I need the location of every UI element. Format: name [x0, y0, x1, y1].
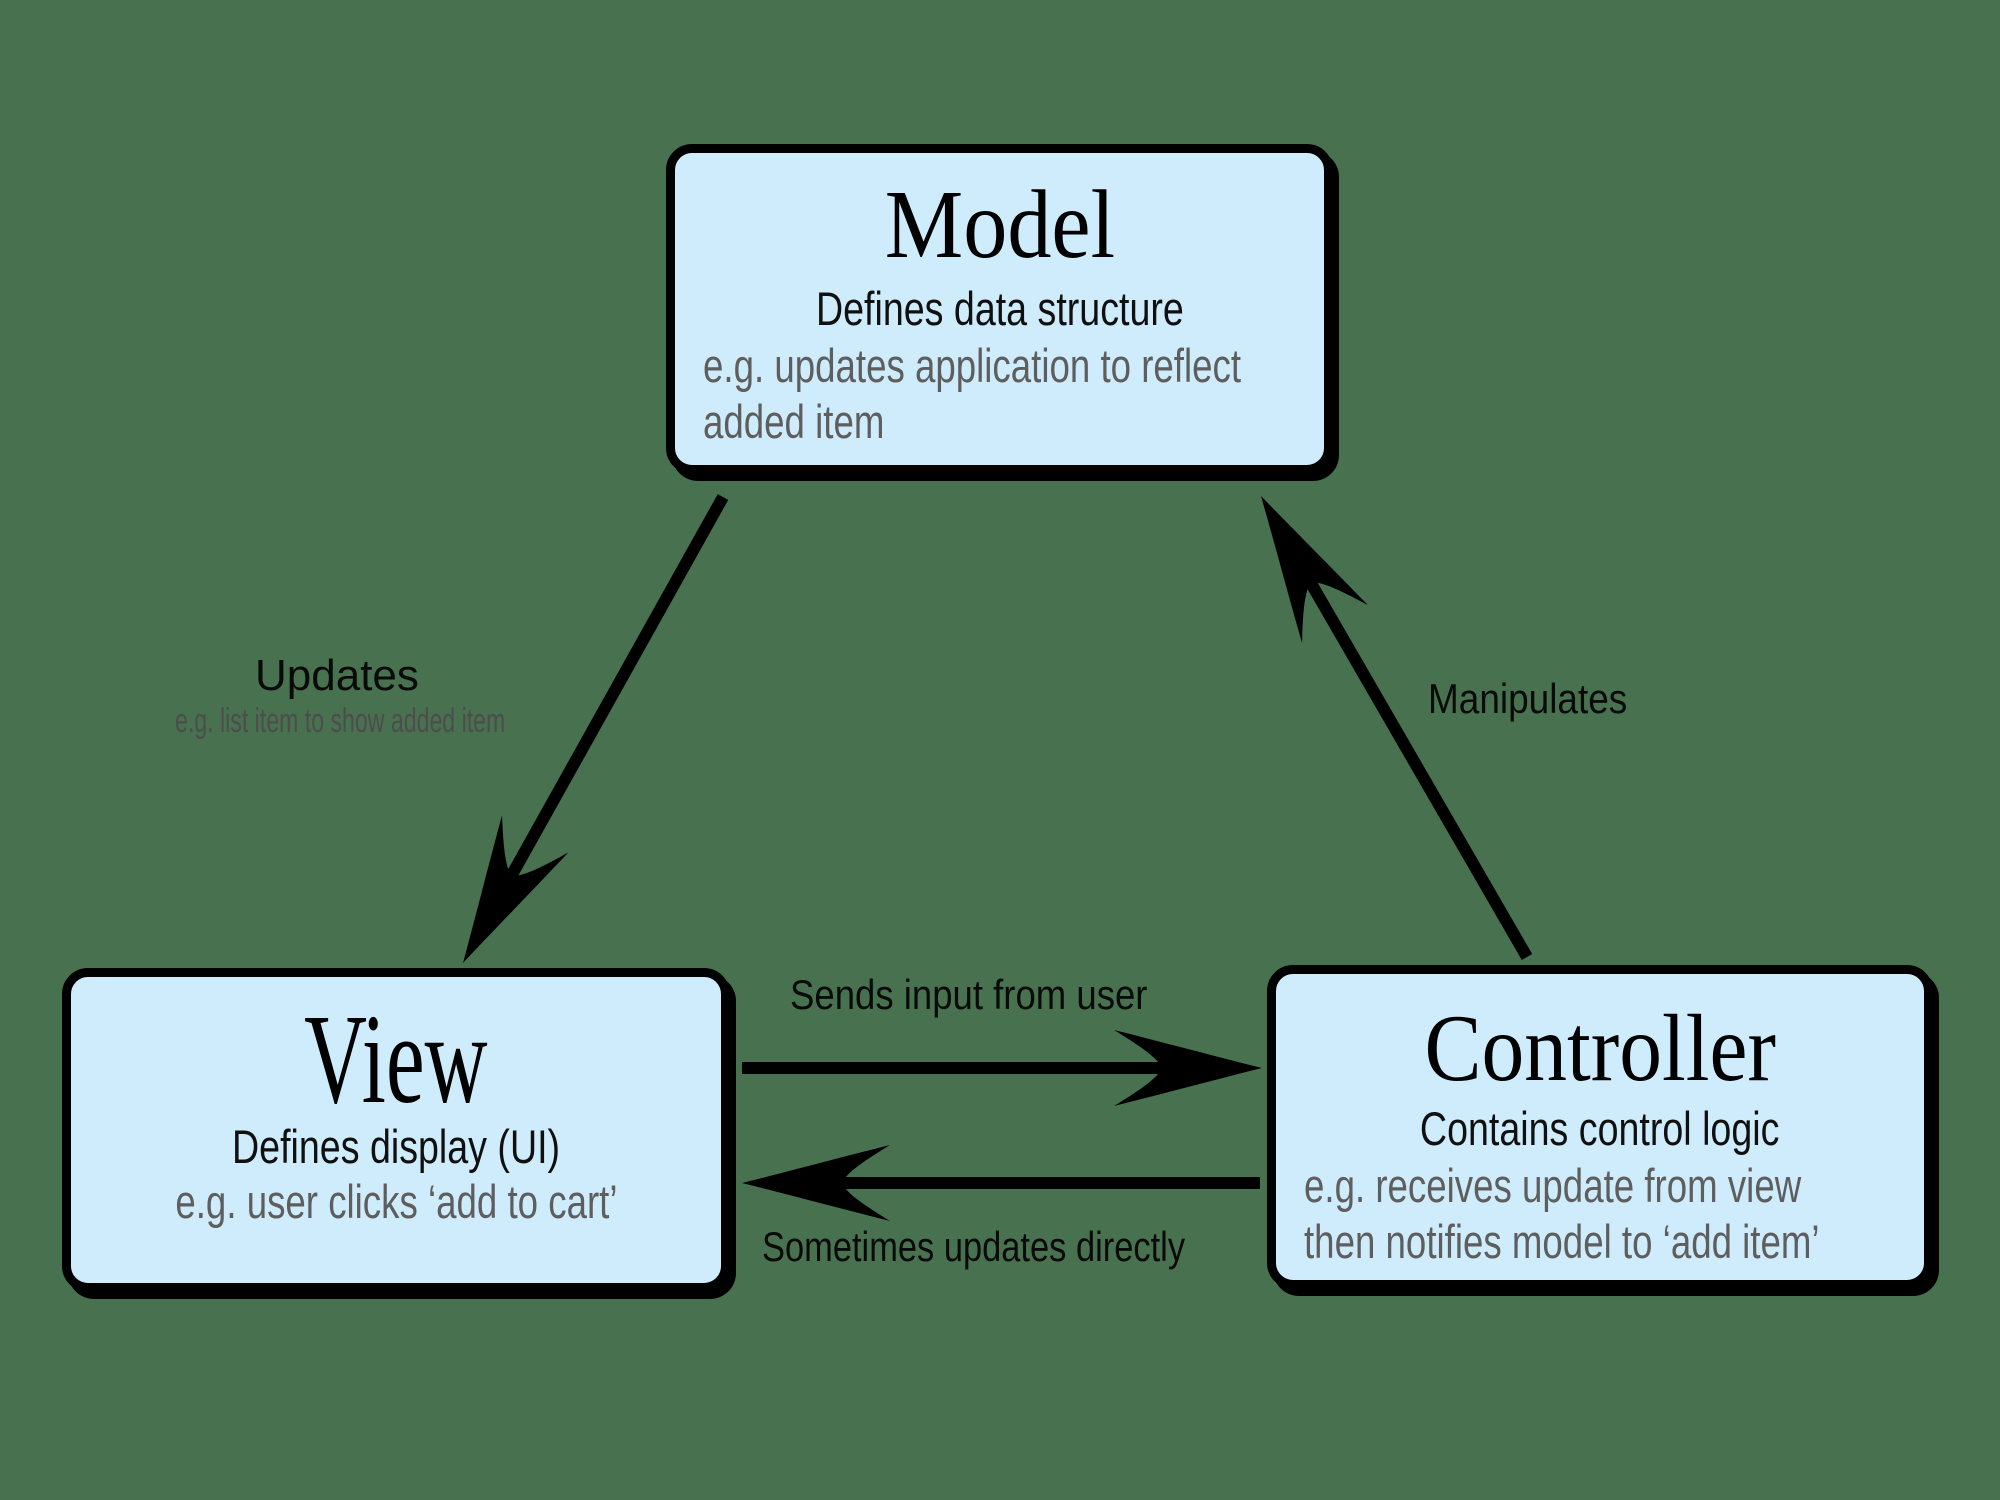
- updates-arrow-label: Updates: [255, 651, 419, 700]
- controller-example-line: then notifies model to ‘add item’: [1304, 1214, 1820, 1268]
- view-subtitle: Defines display (UI): [231, 1119, 561, 1173]
- model-example-line: e.g. updates application to reflect: [703, 338, 1242, 392]
- arrow-model-to-view: [429, 494, 729, 982]
- model-example: e.g. updates application to reflect adde…: [675, 338, 1324, 451]
- model-example-line: added item: [703, 395, 885, 449]
- arrowhead-model-to-view: [429, 815, 569, 982]
- view-box: View Defines display (UI) e.g. user clic…: [62, 968, 730, 1292]
- view-title: View: [304, 988, 488, 1130]
- updates-directly-arrow-label: Sometimes updates directly: [762, 1223, 1186, 1270]
- manipulates-arrow-label: Manipulates: [1428, 675, 1628, 722]
- controller-example: e.g. receives update from view then noti…: [1276, 1158, 1924, 1271]
- sends-input-arrow-label: Sends input from user: [790, 971, 1148, 1018]
- arrow-controller-to-view: [742, 1145, 1260, 1221]
- view-example: e.g. user clicks ‘add to cart’: [113, 1176, 680, 1228]
- arrow-view-to-controller: [742, 1030, 1262, 1106]
- view-example-line: e.g. user clicks ‘add to cart’: [174, 1174, 618, 1228]
- arrow-controller-to-model: [1228, 477, 1533, 961]
- updates-arrow-sublabel: e.g. list item to show added item: [175, 702, 506, 740]
- controller-box: Controller Contains control logic e.g. r…: [1267, 965, 1933, 1289]
- controller-title: Controller: [1424, 995, 1776, 1101]
- arrowhead-controller-to-model: [1228, 477, 1368, 644]
- model-subtitle: Defines data structure: [815, 281, 1184, 335]
- controller-subtitle: Contains control logic: [1420, 1101, 1780, 1155]
- controller-example-line: e.g. receives update from view: [1304, 1158, 1802, 1212]
- model-title: Model: [884, 171, 1115, 279]
- model-box: Model Defines data structure e.g. update…: [666, 144, 1333, 474]
